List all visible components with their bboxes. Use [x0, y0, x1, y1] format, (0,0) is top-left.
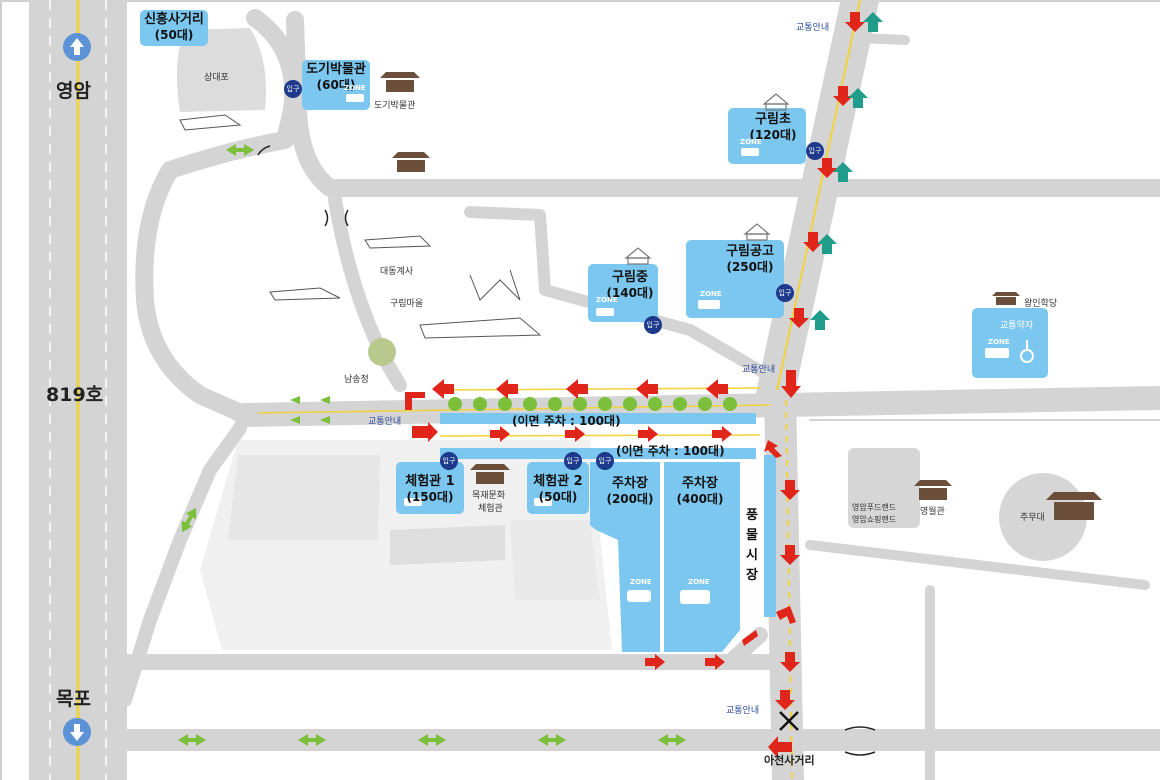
pungmul-market-strip [764, 455, 776, 617]
parking-strip-top [440, 413, 756, 424]
bridge-marks [257, 145, 876, 756]
lot200-cap: (200대) [606, 492, 654, 506]
sinheung-cap: (50대) [154, 28, 194, 42]
traffic-info-4: 교통안내 [726, 706, 760, 716]
entrance-dogi: 입구 [284, 80, 302, 98]
entrance-gurim-elem: 입구 [806, 142, 824, 160]
entrance-gurim-high: 입구 [776, 284, 794, 302]
lot-disabled [972, 308, 1048, 378]
lot-sinheung [140, 10, 208, 46]
gurim-mid-cap: (140대) [606, 286, 654, 300]
lot400-title: 주차장 [682, 476, 718, 491]
wheelchair-icon [1020, 340, 1034, 363]
car-icon [346, 94, 1009, 604]
entrance-gurim-mid: 입구 [644, 316, 662, 334]
gurim-mid-title: 구림중 [612, 270, 648, 285]
strip-top-label: (이면 주차 : 100대) [512, 414, 621, 428]
pzone-disabled: ZONE [988, 338, 1010, 346]
dogi-museum-label: 도기박물관 [374, 101, 416, 111]
sangdaepo-pond [176, 28, 266, 112]
namsongjeong-label: 남송정 [344, 375, 369, 385]
lot-400 [664, 462, 740, 652]
exp1-title: 체험관 1 [405, 474, 455, 489]
hanok-building-icon [380, 72, 1102, 520]
entrance-lot200: 입구 [596, 452, 614, 470]
lot-gurim-mid [588, 264, 658, 322]
arrow-down-circle-icon [63, 718, 91, 746]
city-yeongam: 영암 [56, 80, 91, 102]
pzone-gurim-mid: ZONE [596, 296, 618, 304]
gurim-high-cap: (250대) [726, 260, 774, 274]
food-label-1: 영암푸드랜드 [852, 503, 897, 512]
village-sketch [179, 114, 542, 339]
red-arrows [405, 12, 865, 758]
pungmul-label: 풍물시장 [746, 508, 758, 583]
food-label-2: 영암쇼핑랜드 [852, 515, 897, 524]
exp1-cap: (150대) [406, 490, 454, 504]
lot-gurim-high [686, 240, 784, 318]
cross-icon [779, 711, 799, 731]
daedong-label: 대동계사 [380, 267, 414, 277]
traffic-info-3: 교통안내 [368, 417, 402, 427]
arrow-up-circle-icon [63, 33, 91, 61]
exp2-cap: (50대) [538, 490, 578, 504]
gurim-elem-title: 구림초 [755, 112, 791, 127]
pzone-gurim-elem: ZONE [740, 138, 762, 146]
gurim-village-label: 구림마을 [390, 299, 424, 309]
pzone-gurim-high: ZONE [700, 290, 722, 298]
city-mokpo: 목포 [56, 688, 91, 710]
lot200-title: 주차장 [612, 476, 648, 491]
mokjae-label-2: 체험관 [478, 504, 503, 514]
sangdaepo-label: 상대포 [204, 73, 229, 83]
entrance-exp1: 입구 [440, 452, 458, 470]
icheon-label: 아천사거리 [764, 754, 815, 767]
traffic-info-1: 교통안내 [796, 23, 830, 33]
gurim-elem-cap: (120대) [749, 128, 797, 142]
route-819: 819호 [46, 384, 104, 406]
entrance-exp2: 입구 [564, 452, 582, 470]
food-land [848, 448, 920, 528]
disabled-lot-label: 교통약자 [1000, 321, 1034, 331]
wangin-label: 왕인학당 [1024, 299, 1058, 309]
dogi-title: 도기박물관 [306, 62, 366, 77]
sinheung-label: 신흥사거리 [144, 12, 204, 27]
dogi-cap: (60대) [316, 78, 356, 92]
pzone-dogi: ZONE [344, 84, 366, 92]
teal-arrows [810, 12, 883, 330]
strip-bottom-label: (이면 주차 : 100대) [616, 444, 725, 458]
pzone-lot200: ZONE [630, 578, 652, 586]
jumudae-label: 주무대 [1020, 513, 1045, 523]
green-arrows [178, 144, 686, 746]
yeongwolgwan-label: 영월관 [920, 507, 945, 517]
gurim-high-title: 구림공고 [726, 244, 774, 259]
mokjae-label: 목재문화 [472, 491, 506, 501]
lot-200 [590, 462, 660, 652]
traffic-info-2: 교통안내 [742, 365, 776, 375]
exp2-title: 체험관 2 [533, 474, 583, 489]
lot400-cap: (400대) [676, 492, 724, 506]
school-icon [624, 93, 790, 265]
pzone-lot400: ZONE [688, 578, 710, 586]
